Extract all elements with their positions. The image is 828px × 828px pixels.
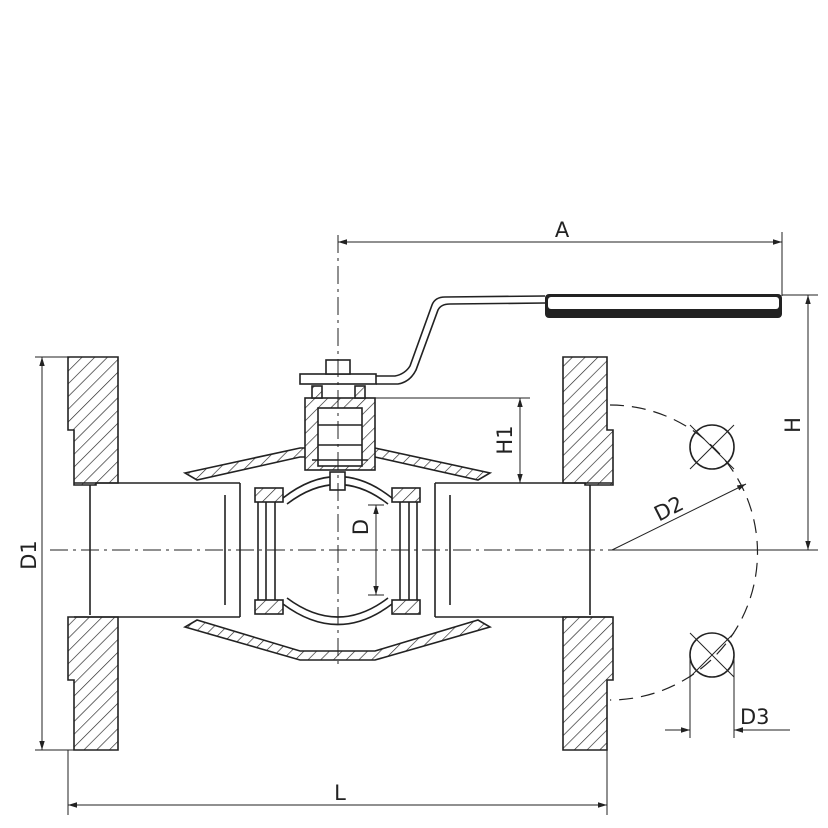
label-a: A: [555, 218, 570, 242]
dimension-d2: D2: [611, 483, 747, 551]
label-l: L: [334, 781, 346, 805]
lever-handle: [376, 294, 782, 385]
center-lines: [50, 235, 625, 665]
label-d2: D2: [650, 491, 687, 526]
label-h1: H1: [493, 425, 517, 454]
dimension-h: H: [625, 294, 818, 551]
label-h: H: [781, 417, 805, 433]
dimension-l: L: [67, 750, 608, 815]
right-flange: [562, 356, 614, 751]
dimension-h1: H1: [375, 397, 530, 483]
label-d3: D3: [740, 705, 770, 729]
dimension-d: D: [349, 504, 384, 596]
dimension-d3: D3: [665, 655, 790, 738]
label-d1: D1: [17, 540, 41, 570]
bolt-circle: [609, 404, 759, 701]
stem-housing: [299, 359, 377, 471]
valve-body: [74, 447, 612, 661]
left-flange: [67, 356, 119, 751]
dimension-a: A: [338, 218, 783, 296]
label-d: D: [349, 519, 373, 535]
dimension-d1: D1: [17, 356, 74, 751]
